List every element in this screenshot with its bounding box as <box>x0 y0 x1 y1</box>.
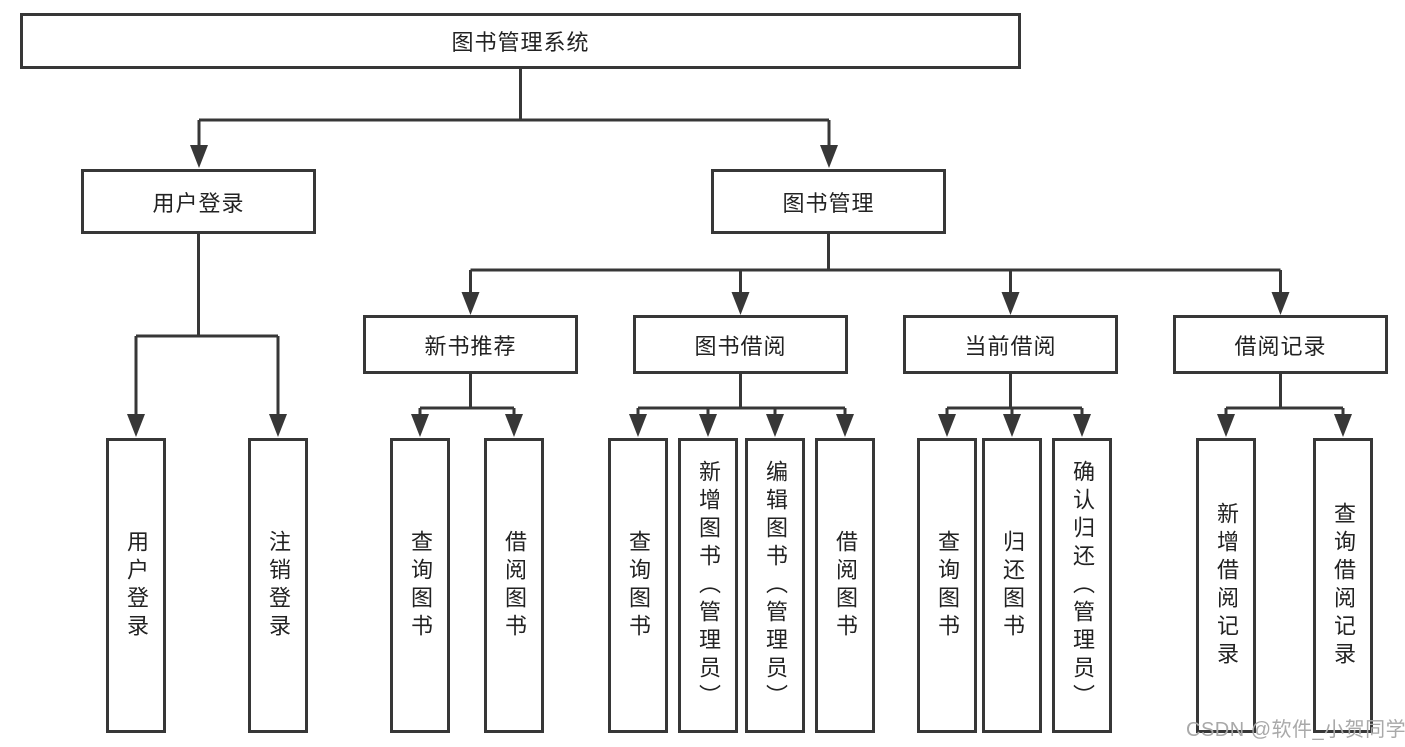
watermark-text: CSDN @软件_小贺同学 <box>1186 719 1405 741</box>
leaf-label: 新增借阅记录 <box>1214 501 1239 670</box>
node-current-borrow-label: 当前借阅 <box>964 333 1057 359</box>
node-user-login-label: 用户登录 <box>152 190 245 216</box>
node-root: 图书管理系统 <box>20 13 1021 69</box>
node-book-borrow-label: 图书借阅 <box>694 333 787 359</box>
node-new-book-recommend: 新书推荐 <box>363 315 578 374</box>
leaf-return-books: 归还图书 <box>982 438 1042 733</box>
leaf-label: 查询图书 <box>626 529 651 642</box>
node-current-borrow: 当前借阅 <box>903 315 1118 374</box>
leaf-label: 借阅图书 <box>833 529 858 642</box>
leaf-query-books-borrow: 查询图书 <box>608 438 668 733</box>
leaf-label: 注销登录 <box>266 529 291 642</box>
leaf-borrow-books: 借阅图书 <box>815 438 875 733</box>
leaf-edit-books-admin: 编辑图书（管理员） <box>745 438 805 733</box>
node-root-label: 图书管理系统 <box>451 30 590 55</box>
leaf-logout: 注销登录 <box>248 438 308 733</box>
node-user-login: 用户登录 <box>81 169 316 234</box>
leaf-label: 查询借阅记录 <box>1331 501 1356 670</box>
node-book-borrow: 图书借阅 <box>633 315 848 374</box>
leaf-add-borrow-record: 新增借阅记录 <box>1196 438 1256 733</box>
leaf-query-books-recommend: 查询图书 <box>390 438 450 733</box>
leaf-borrow-books-recommend: 借阅图书 <box>484 438 544 733</box>
leaf-label: 编辑图书（管理员） <box>763 459 788 712</box>
leaf-label: 归还图书 <box>1000 529 1025 642</box>
leaf-label: 查询图书 <box>935 529 960 642</box>
node-book-management-label: 图书管理 <box>782 190 875 216</box>
leaf-user-login: 用户登录 <box>106 438 166 733</box>
leaf-confirm-return-admin: 确认归还（管理员） <box>1052 438 1112 733</box>
leaf-label: 用户登录 <box>124 529 149 642</box>
leaf-label: 借阅图书 <box>502 529 527 642</box>
leaf-query-borrow-record: 查询借阅记录 <box>1313 438 1373 733</box>
leaf-query-books-current: 查询图书 <box>917 438 977 733</box>
leaf-label: 确认归还（管理员） <box>1070 459 1095 712</box>
node-book-management: 图书管理 <box>711 169 946 234</box>
leaf-add-books-admin: 新增图书（管理员） <box>678 438 738 733</box>
leaf-label: 新增图书（管理员） <box>696 459 721 712</box>
node-borrow-record: 借阅记录 <box>1173 315 1388 374</box>
node-borrow-record-label: 借阅记录 <box>1234 333 1327 359</box>
leaf-label: 查询图书 <box>408 529 433 642</box>
node-new-book-recommend-label: 新书推荐 <box>424 333 517 359</box>
